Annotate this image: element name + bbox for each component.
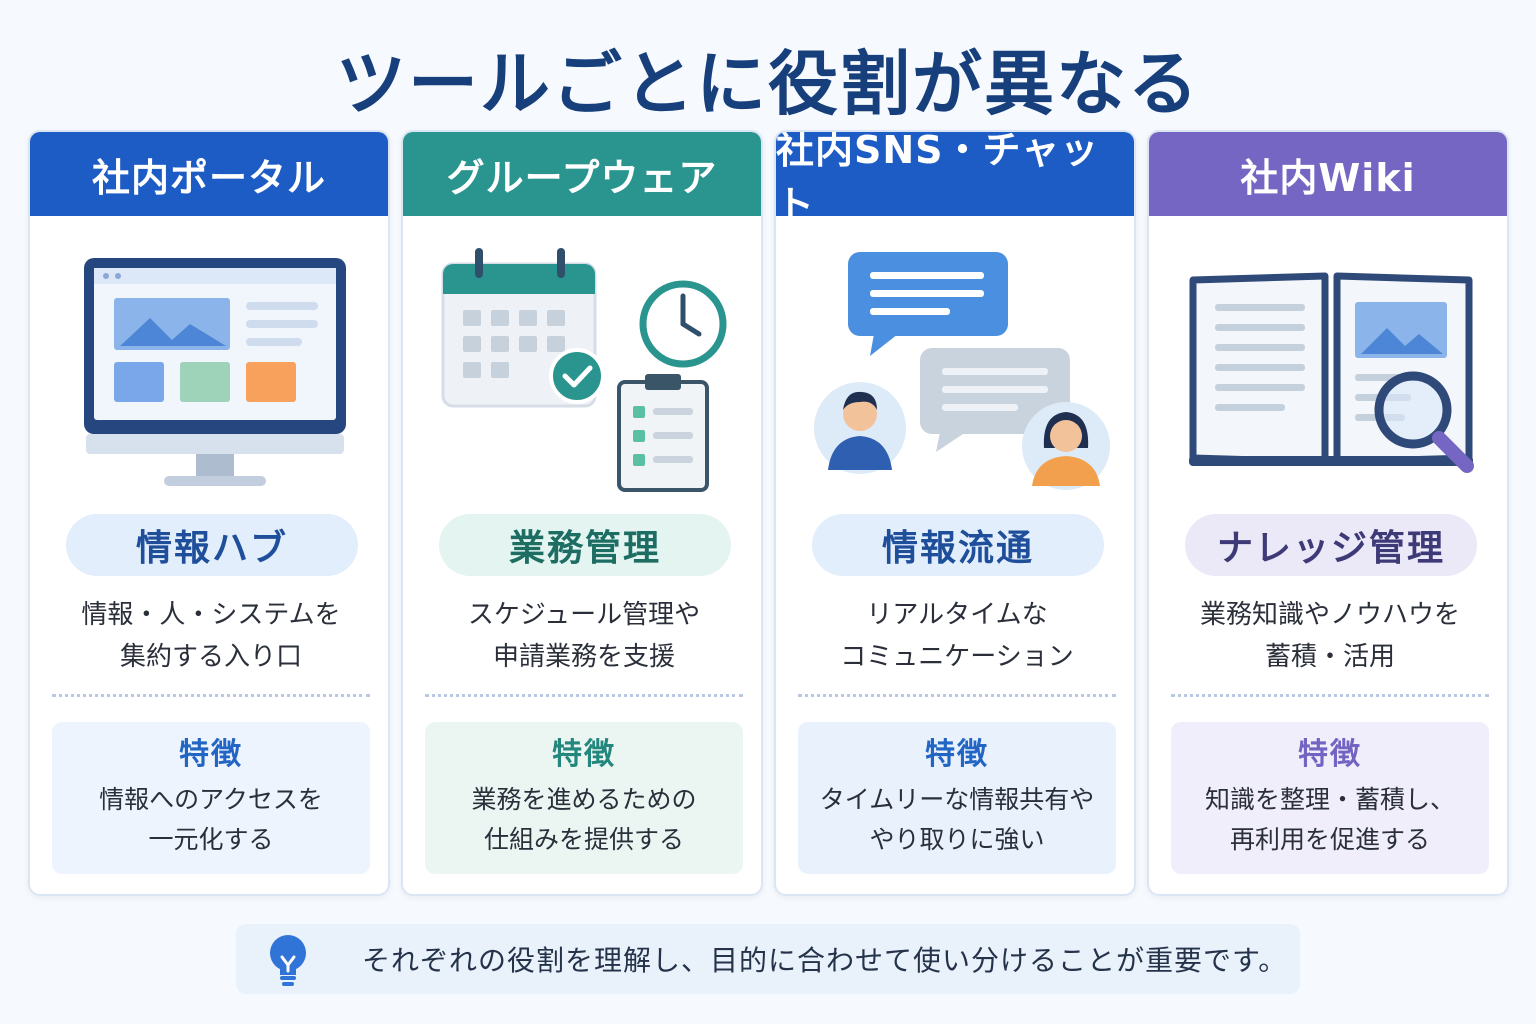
card-header: 社内Wiki [1149, 132, 1507, 216]
feature-text: 業務を進めるための 仕組みを提供する [425, 780, 743, 860]
card-header: グループウェア [403, 132, 761, 216]
feature-text: 知識を整理・蓄積し、 再利用を促進する [1171, 780, 1489, 860]
card-description: 情報・人・システムを 集約する入り口 [40, 594, 382, 678]
role-pill: 情報流通 [812, 514, 1104, 576]
card-portal: 社内ポータル 情報ハブ 情報・人・システムを 集約する入り口 特徴 [28, 130, 390, 896]
description-line: 蓄積・活用 [1264, 642, 1395, 672]
divider [425, 694, 743, 697]
card-description: スケジュール管理や 申請業務を支援 [413, 594, 755, 678]
description-line: スケジュール管理や [467, 600, 701, 630]
feature-box: 特徴 タイムリーな情報共有や やり取りに強い [798, 722, 1116, 874]
card-header: 社内ポータル [30, 132, 388, 216]
description-line: リアルタイムな [866, 600, 1048, 630]
description-line: 申請業務を支援 [492, 642, 675, 672]
description-line: 情報・人・システムを [81, 600, 341, 630]
description-line: 業務知識やノウハウを [1199, 600, 1460, 630]
card-groupware: グループウェア 業務管理 スケジュール管理や 申請業務を支援 [401, 130, 763, 896]
tool-cards: 社内ポータル 情報ハブ 情報・人・システムを 集約する入り口 特徴 [28, 130, 1509, 896]
divider [798, 694, 1116, 697]
feature-line: 情報へのアクセスを [99, 785, 323, 814]
divider [52, 694, 370, 697]
card-wiki: 社内Wiki ナレッジ管理 業務知識やノウハウを 蓄積・活用 特徴 知識を整理・… [1147, 130, 1509, 896]
feature-title: 特徴 [552, 737, 616, 772]
divider [1171, 694, 1489, 697]
feature-box: 特徴 知識を整理・蓄積し、 再利用を促進する [1171, 722, 1489, 874]
footer-text: それぞれの役割を理解し、目的に合わせて使い分けることが重要です。 [362, 944, 1288, 977]
feature-text: 情報へのアクセスを 一元化する [52, 780, 370, 860]
feature-title: 特徴 [925, 737, 989, 772]
feature-line: 仕組みを提供する [483, 825, 684, 854]
feature-line: 業務を進めるための [471, 785, 697, 814]
description-line: コミュニケーション [840, 642, 1074, 672]
role-pill: 業務管理 [439, 514, 731, 576]
feature-line: タイムリーな情報共有や [819, 785, 1095, 814]
chat-icon [814, 252, 1110, 490]
feature-line: やり取りに強い [869, 825, 1045, 854]
feature-line: 一元化する [148, 825, 274, 854]
description-line: 集約する入り口 [119, 642, 302, 672]
card-description: 業務知識やノウハウを 蓄積・活用 [1159, 594, 1501, 678]
feature-title: 特徴 [1298, 737, 1362, 772]
page-title: ツールごとに役割が異なる [336, 43, 1200, 125]
role-pill: 情報ハブ [66, 514, 358, 576]
calendar-clock-icon [441, 248, 727, 492]
feature-text: タイムリーな情報共有や やり取りに強い [798, 780, 1116, 860]
monitor-icon [84, 258, 346, 486]
feature-line: 知識を整理・蓄積し、 [1204, 785, 1455, 814]
footer-note: それぞれの役割を理解し、目的に合わせて使い分けることが重要です。 [236, 924, 1300, 994]
feature-title: 特徴 [179, 737, 243, 772]
card-description: リアルタイムな コミュニケーション [786, 594, 1128, 678]
card-header: 社内SNS・チャット [776, 132, 1134, 227]
feature-box: 特徴 情報へのアクセスを 一元化する [52, 722, 370, 874]
book-search-icon [1189, 272, 1474, 473]
feature-box: 特徴 業務を進めるための 仕組みを提供する [425, 722, 743, 874]
card-sns-chat: 社内SNS・チャット 情報流通 リアルタイムな コミュニケーション [774, 130, 1136, 896]
lightbulb-icon [270, 935, 306, 986]
feature-line: 再利用を促進する [1229, 825, 1430, 854]
role-pill: ナレッジ管理 [1185, 514, 1477, 576]
